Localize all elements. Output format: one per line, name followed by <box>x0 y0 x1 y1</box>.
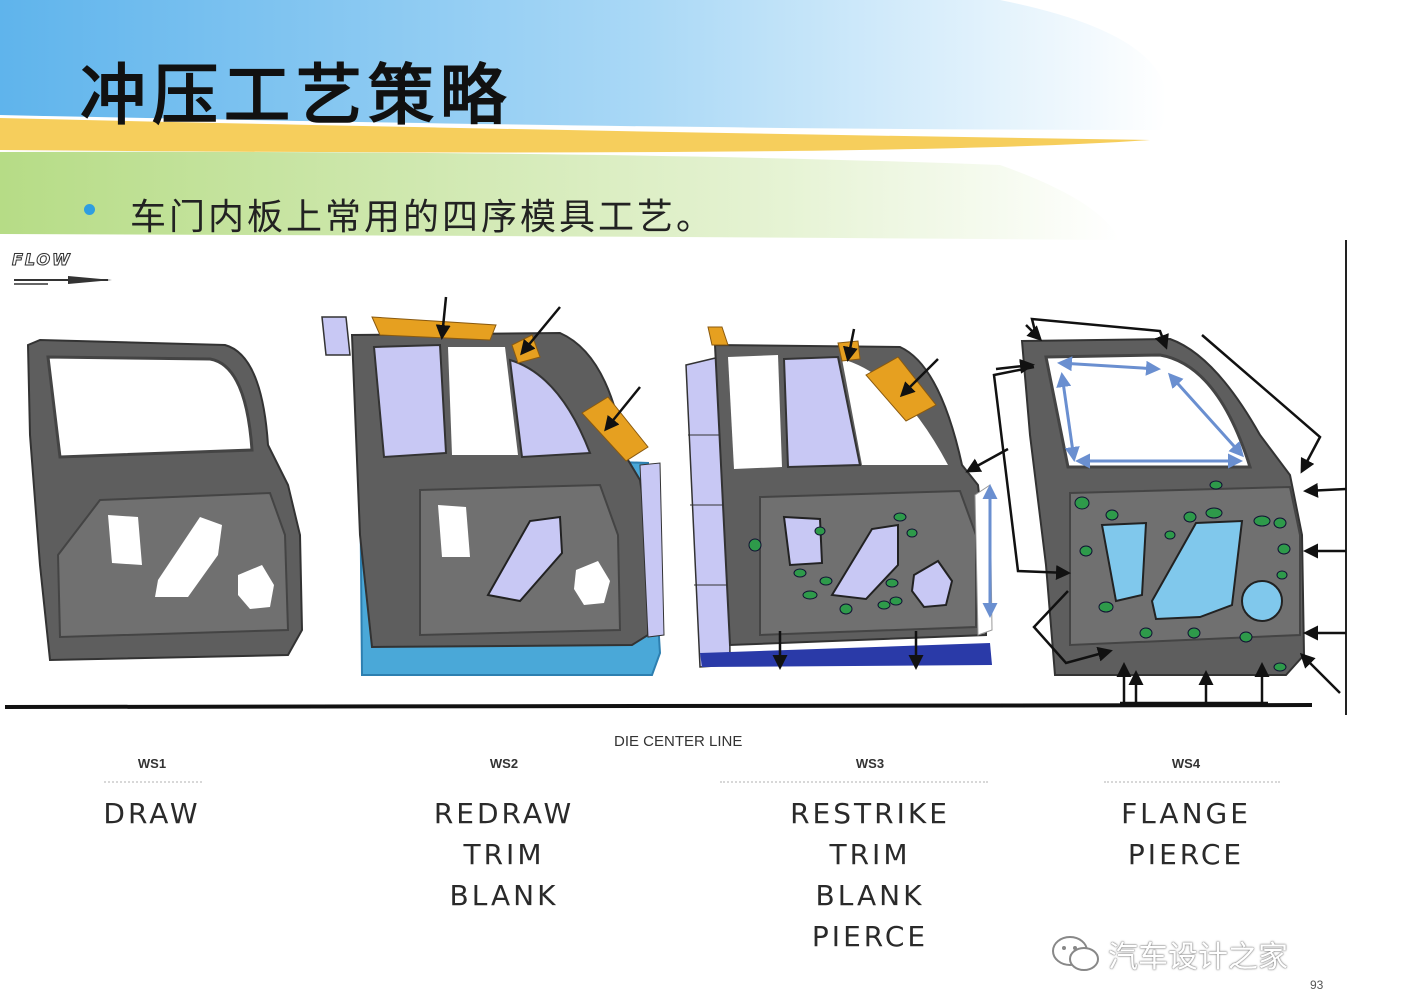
station-operation: RESTRIKE <box>790 797 950 830</box>
title-banner <box>0 0 1403 250</box>
station-operation: BLANK <box>449 879 559 912</box>
station-id: WS4 <box>1171 756 1201 771</box>
station-ws4: WS4 FLANGE PIERCE <box>1086 756 1286 875</box>
station-ws3: WS3 RESTRIKE TRIM BLANK PIERCE <box>754 756 986 957</box>
separator-line <box>104 781 202 783</box>
watermark-text: 汽车设计之家 <box>1108 940 1288 975</box>
station-ws1: WS1 DRAW <box>92 756 212 834</box>
flow-arrow-icon <box>14 276 112 285</box>
stamping-process-diagram <box>4 240 1347 715</box>
station-operation: FLANGE <box>1121 797 1251 830</box>
station-operation: BLANK <box>815 879 925 912</box>
station-operation: DRAW <box>103 797 201 830</box>
ws4-door-panel <box>992 317 1347 705</box>
bullet-dot <box>84 204 95 215</box>
bullet-text: 车门内板上常用的四序模具工艺。 <box>130 197 716 238</box>
station-operation: TRIM <box>463 838 545 871</box>
wechat-watermark: 汽车设计之家 <box>1050 932 1288 976</box>
ws2-door-panel <box>321 296 665 676</box>
station-id: WS1 <box>137 756 167 771</box>
ws2-trim-scrap <box>371 316 497 341</box>
station-operation: REDRAW <box>433 797 575 830</box>
station-operation: PIERCE <box>1127 838 1245 871</box>
slide-title: 冲压工艺策略 <box>80 57 512 134</box>
flow-label: FLOW <box>12 250 72 270</box>
die-center-line <box>4 703 1313 709</box>
separator-line <box>720 781 988 783</box>
separator-line <box>1104 781 1280 783</box>
station-ws2: WS2 REDRAW TRIM BLANK <box>404 756 604 916</box>
ws3-door-panel <box>685 326 1009 670</box>
ws1-door-panel <box>26 338 304 662</box>
station-operation: PIERCE <box>811 920 929 953</box>
page-number: 93 <box>1310 978 1324 992</box>
die-center-line-label: DIE CENTER LINE <box>614 733 743 750</box>
station-id: WS3 <box>855 756 885 771</box>
wechat-icon <box>1052 936 1099 971</box>
station-id: WS2 <box>489 756 519 771</box>
station-operation: TRIM <box>829 838 911 871</box>
